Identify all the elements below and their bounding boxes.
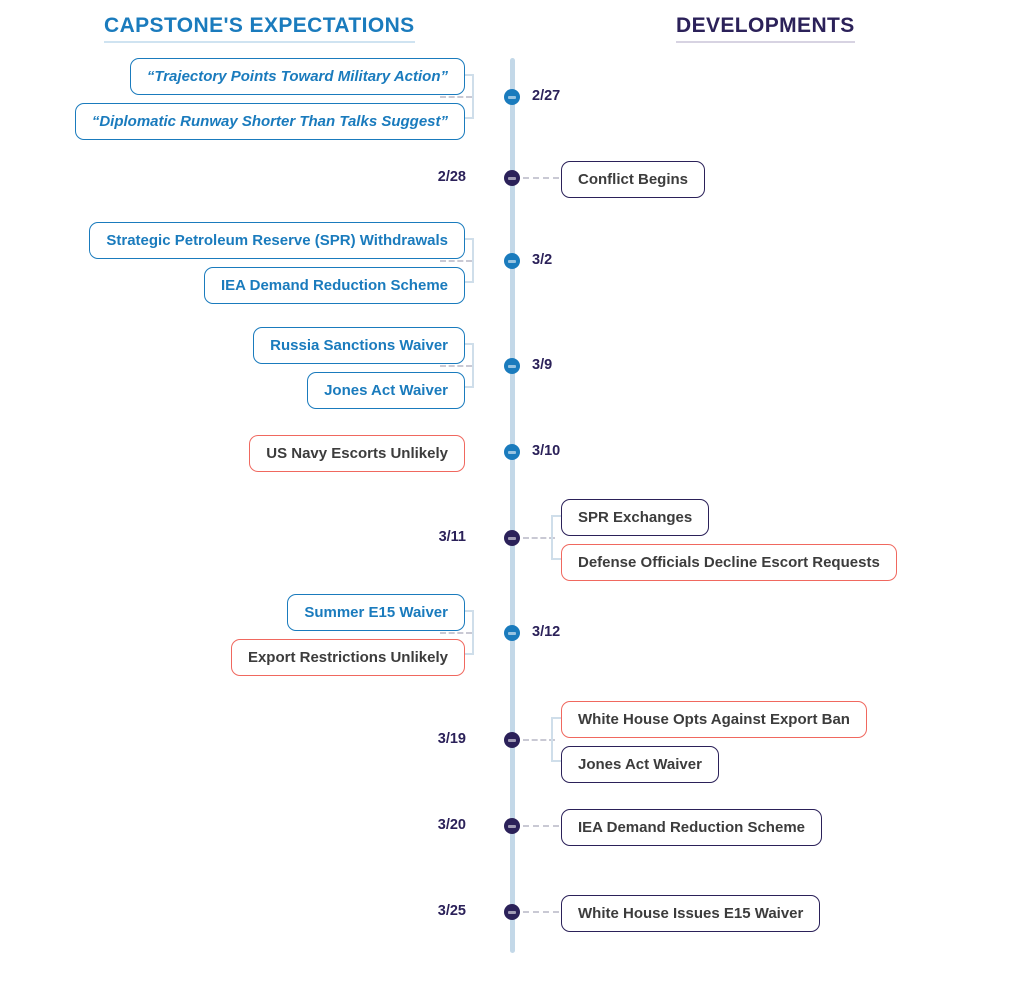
date-label: 3/12 [532,624,561,640]
timeline-node-dot[interactable] [504,625,520,641]
connector-bracket [551,716,563,762]
connector-bracket-stub-2 [462,280,472,283]
connector-bracket-stub-2 [462,652,472,655]
timeline-item-box[interactable]: IEA Demand Reduction Scheme [561,809,822,847]
connector-dashed-line [523,177,569,179]
timeline-item-box[interactable]: Jones Act Waiver [561,745,719,783]
date-label: 3/19 [437,731,466,747]
date-label: 3/9 [532,357,553,373]
connector-dashed-line [440,365,472,367]
connector-bracket-stub-2 [553,759,563,762]
timeline-node-dot[interactable] [504,170,520,186]
timeline-item-box[interactable]: SPR Exchanges [561,498,710,536]
connector-dashed-line [523,537,555,539]
column-header-expectations: CAPSTONE'S EXPECTATIONS [104,14,415,43]
connector-bracket-stub-2 [553,557,563,560]
timeline-node-dot[interactable] [504,904,520,920]
timeline-item-box[interactable]: US Navy Escorts Unlikely [249,435,465,473]
connector-bracket-stub-1 [553,514,563,517]
connector-bracket [462,609,474,655]
timeline-node-dot[interactable] [504,358,520,374]
timeline-item-box[interactable]: “Trajectory Points Toward Military Actio… [129,57,465,95]
timeline-node-dot[interactable] [504,732,520,748]
timeline-node-dot[interactable] [504,253,520,269]
connector-bracket [551,514,563,560]
connector-dashed-line [523,825,569,827]
connector-bracket [462,73,474,119]
connector-bracket [462,237,474,283]
timeline-item-box[interactable]: Strategic Petroleum Reserve (SPR) Withdr… [89,221,465,259]
timeline-node-dot[interactable] [504,530,520,546]
connector-bracket-stub-1 [462,609,472,612]
connector-dashed-line [440,260,472,262]
timeline-item-box[interactable]: White House Opts Against Export Ban [561,700,867,738]
timeline-item-box[interactable]: “Diplomatic Runway Shorter Than Talks Su… [74,102,465,140]
timeline-item-box[interactable]: White House Issues E15 Waiver [561,895,821,933]
timeline-node-dot[interactable] [504,89,520,105]
connector-dashed-line [440,632,472,634]
timeline-item-box[interactable]: IEA Demand Reduction Scheme [204,266,465,304]
date-label: 3/11 [438,529,466,545]
column-header-expectations-underline [104,41,415,43]
column-header-developments-label: DEVELOPMENTS [676,14,855,37]
timeline-axis [510,58,515,953]
connector-bracket-stub-1 [553,716,563,719]
column-header-developments-underline [676,41,855,43]
date-label: 3/20 [437,817,466,833]
connector-dashed-line [440,96,472,98]
column-header-expectations-label: CAPSTONE'S EXPECTATIONS [104,14,415,37]
connector-bracket-stub-2 [462,385,472,388]
connector-dashed-line [523,911,569,913]
date-label: 3/10 [532,443,561,459]
timeline-node-dot[interactable] [504,818,520,834]
connector-bracket-stub-1 [462,73,472,76]
timeline-item-box[interactable]: Conflict Begins [561,161,706,199]
connector-dashed-line [523,739,555,741]
date-label: 2/27 [532,88,561,104]
timeline-item-box[interactable]: Defense Officials Decline Escort Request… [561,543,897,581]
date-label: 2/28 [437,169,466,185]
timeline-item-box[interactable]: Jones Act Waiver [307,371,465,409]
connector-bracket-stub-1 [462,342,472,345]
date-label: 3/25 [437,903,466,919]
connector-bracket-stub-1 [462,237,472,240]
timeline-item-box[interactable]: Export Restrictions Unlikely [230,638,465,676]
timeline-item-box[interactable]: Russia Sanctions Waiver [253,326,465,364]
connector-bracket-stub-2 [462,116,472,119]
date-label: 3/2 [532,252,553,268]
timeline-node-dot[interactable] [504,444,520,460]
timeline-item-box[interactable]: Summer E15 Waiver [287,593,465,631]
column-header-developments: DEVELOPMENTS [676,14,855,43]
connector-bracket [462,342,474,388]
